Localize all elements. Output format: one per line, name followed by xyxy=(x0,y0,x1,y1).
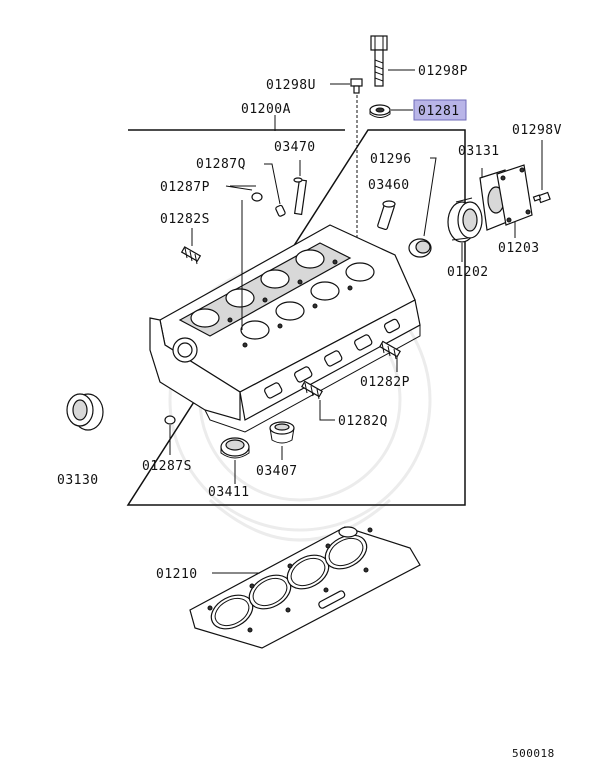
label-01282S[interactable]: 01282S xyxy=(160,212,210,227)
label-03407[interactable]: 03407 xyxy=(256,464,298,479)
highlight-box-01281 xyxy=(413,99,467,121)
part-01298U-bolt[interactable] xyxy=(350,78,363,94)
label-01282Q[interactable]: 01282Q xyxy=(338,414,388,429)
part-01282P-dowel[interactable] xyxy=(379,340,401,360)
label-03460[interactable]: 03460 xyxy=(368,178,410,193)
label-01287S[interactable]: 01287S xyxy=(142,459,192,474)
part-01287P-plug[interactable] xyxy=(251,192,263,202)
diagram-code: 500018 xyxy=(512,747,555,760)
part-01202-housing[interactable] xyxy=(447,197,483,243)
label-03131[interactable]: 03131 xyxy=(458,144,500,159)
label-01298P[interactable]: 01298P xyxy=(418,64,468,79)
label-01282P[interactable]: 01282P xyxy=(360,375,410,390)
label-01202[interactable]: 01202 xyxy=(447,265,489,280)
label-03470[interactable]: 03470 xyxy=(274,140,316,155)
part-01298P-bolt[interactable] xyxy=(370,35,388,87)
part-labels: 01298P 01298U 01281 01200A 01298V 03131 … xyxy=(57,64,562,760)
part-01282Q-dowel[interactable] xyxy=(301,380,323,400)
label-03130[interactable]: 03130 xyxy=(57,473,99,488)
part-01203-cover[interactable] xyxy=(496,164,533,226)
part-01281-washer[interactable] xyxy=(369,104,391,118)
label-01210[interactable]: 01210 xyxy=(156,567,198,582)
label-01200A[interactable]: 01200A xyxy=(241,102,291,117)
part-01298V-bolt[interactable] xyxy=(532,191,551,204)
label-01287P[interactable]: 01287P xyxy=(160,180,210,195)
label-01281[interactable]: 01281 xyxy=(418,104,460,119)
label-01298V[interactable]: 01298V xyxy=(512,123,562,138)
part-01287S-plug[interactable] xyxy=(164,415,176,425)
part-03130-oil-seal[interactable] xyxy=(66,393,104,431)
part-01296-cap[interactable] xyxy=(408,238,432,258)
part-01287Q-plug[interactable] xyxy=(275,204,286,217)
label-01296[interactable]: 01296 xyxy=(370,152,412,167)
label-01287Q[interactable]: 01287Q xyxy=(196,157,246,172)
label-01298U[interactable]: 01298U xyxy=(266,78,316,93)
label-01203[interactable]: 01203 xyxy=(498,241,540,256)
part-03411-oil-seal[interactable] xyxy=(220,437,250,459)
part-01210-head-gasket[interactable] xyxy=(189,526,421,649)
part-01200A-cylinder-head[interactable] xyxy=(149,224,421,433)
part-03407-oil-seal[interactable] xyxy=(269,421,295,444)
part-03460-guide[interactable] xyxy=(377,200,396,230)
part-03470-pin[interactable] xyxy=(293,177,308,216)
part-01282S-dowel[interactable] xyxy=(180,246,202,265)
label-03411[interactable]: 03411 xyxy=(208,485,250,500)
